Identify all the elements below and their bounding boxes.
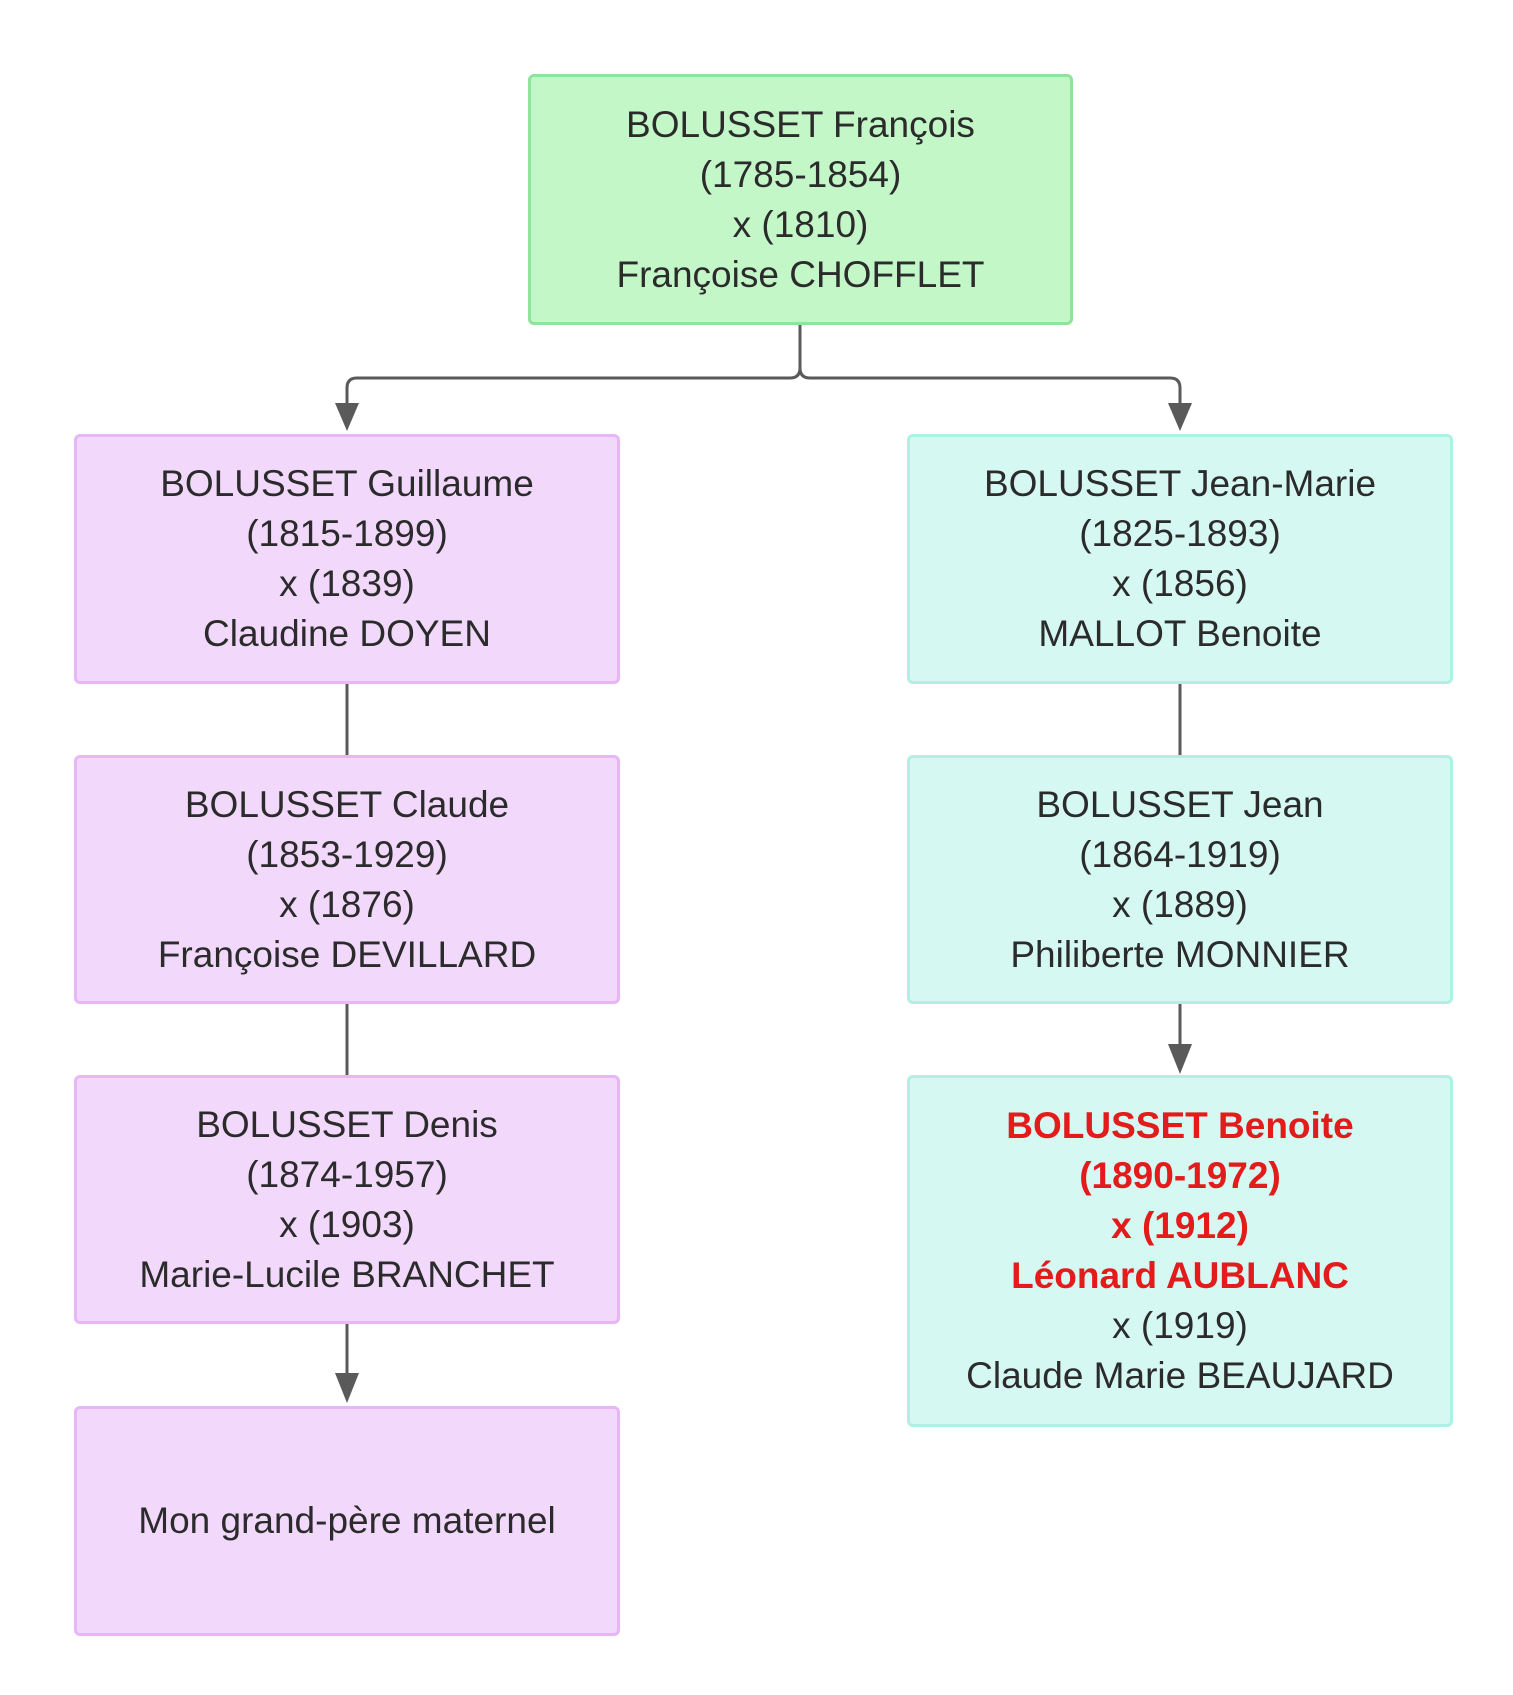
node-line-highlight: BOLUSSET Benoite (1006, 1105, 1354, 1146)
node-jean[interactable]: BOLUSSET Jean (1864-1919) x (1889) Phili… (907, 755, 1453, 1004)
node-line: Philiberte MONNIER (1010, 933, 1350, 975)
node-line: x (1903) (279, 1203, 415, 1245)
node-line: x (1919) (1112, 1305, 1248, 1346)
node-grandpere[interactable]: Mon grand-père maternel (74, 1406, 620, 1636)
node-line: BOLUSSET Claude (184, 783, 510, 825)
node-line: Marie-Lucile BRANCHET (139, 1253, 555, 1295)
node-line: (1785-1854) (699, 153, 902, 195)
arrow-root-to-guillaume (335, 403, 359, 431)
node-line: x (1856) (1112, 563, 1248, 604)
node-line: (1825-1893) (1079, 513, 1281, 554)
node-line: BOLUSSET Denis (196, 1103, 498, 1145)
node-line: x (1839) (279, 563, 415, 604)
node-line-highlight: (1890-1972) (1079, 1155, 1281, 1196)
node-line-highlight: Léonard AUBLANC (1011, 1255, 1349, 1296)
node-guillaume[interactable]: BOLUSSET Guillaume (1815-1899) x (1839) … (74, 434, 620, 684)
node-line-highlight: x (1912) (1111, 1205, 1249, 1246)
node-jeanmarie[interactable]: BOLUSSET Jean-Marie (1825-1893) x (1856)… (907, 434, 1453, 684)
node-line: x (1876) (279, 883, 415, 925)
node-line: x (1889) (1112, 883, 1248, 925)
node-line: Françoise DEVILLARD (157, 933, 537, 975)
node-line: (1815-1899) (246, 513, 448, 554)
node-line: Claude Marie BEAUJARD (966, 1355, 1394, 1396)
node-denis[interactable]: BOLUSSET Denis (1874-1957) x (1903) Mari… (74, 1075, 620, 1324)
node-line: Mon grand-père maternel (138, 1500, 556, 1541)
node-line: (1874-1957) (246, 1153, 448, 1195)
node-line: Claudine DOYEN (203, 613, 491, 654)
node-line: (1853-1929) (246, 833, 448, 875)
node-line: BOLUSSET Guillaume (160, 463, 534, 504)
node-line: (1864-1919) (1079, 833, 1281, 875)
arrow-root-to-jeanmarie (1168, 403, 1192, 431)
node-line: MALLOT Benoite (1038, 613, 1322, 654)
arrow-jean-to-benoite (1168, 1044, 1192, 1074)
node-line: BOLUSSET Jean-Marie (983, 463, 1377, 504)
node-line: Françoise CHOFFLET (616, 253, 985, 295)
node-line: x (1810) (732, 203, 869, 245)
arrow-denis-to-grandpere (335, 1373, 359, 1403)
node-benoite[interactable]: BOLUSSET Benoite (1890-1972) x (1912) Lé… (907, 1075, 1453, 1427)
node-root[interactable]: BOLUSSET François (1785-1854) x (1810) F… (528, 74, 1073, 325)
connector-root-to-jeanmarie (798, 325, 1182, 403)
connector-root-to-guillaume (345, 325, 802, 403)
node-line: BOLUSSET Jean (1036, 783, 1324, 825)
node-line: BOLUSSET François (626, 103, 975, 145)
node-claude[interactable]: BOLUSSET Claude (1853-1929) x (1876) Fra… (74, 755, 620, 1004)
